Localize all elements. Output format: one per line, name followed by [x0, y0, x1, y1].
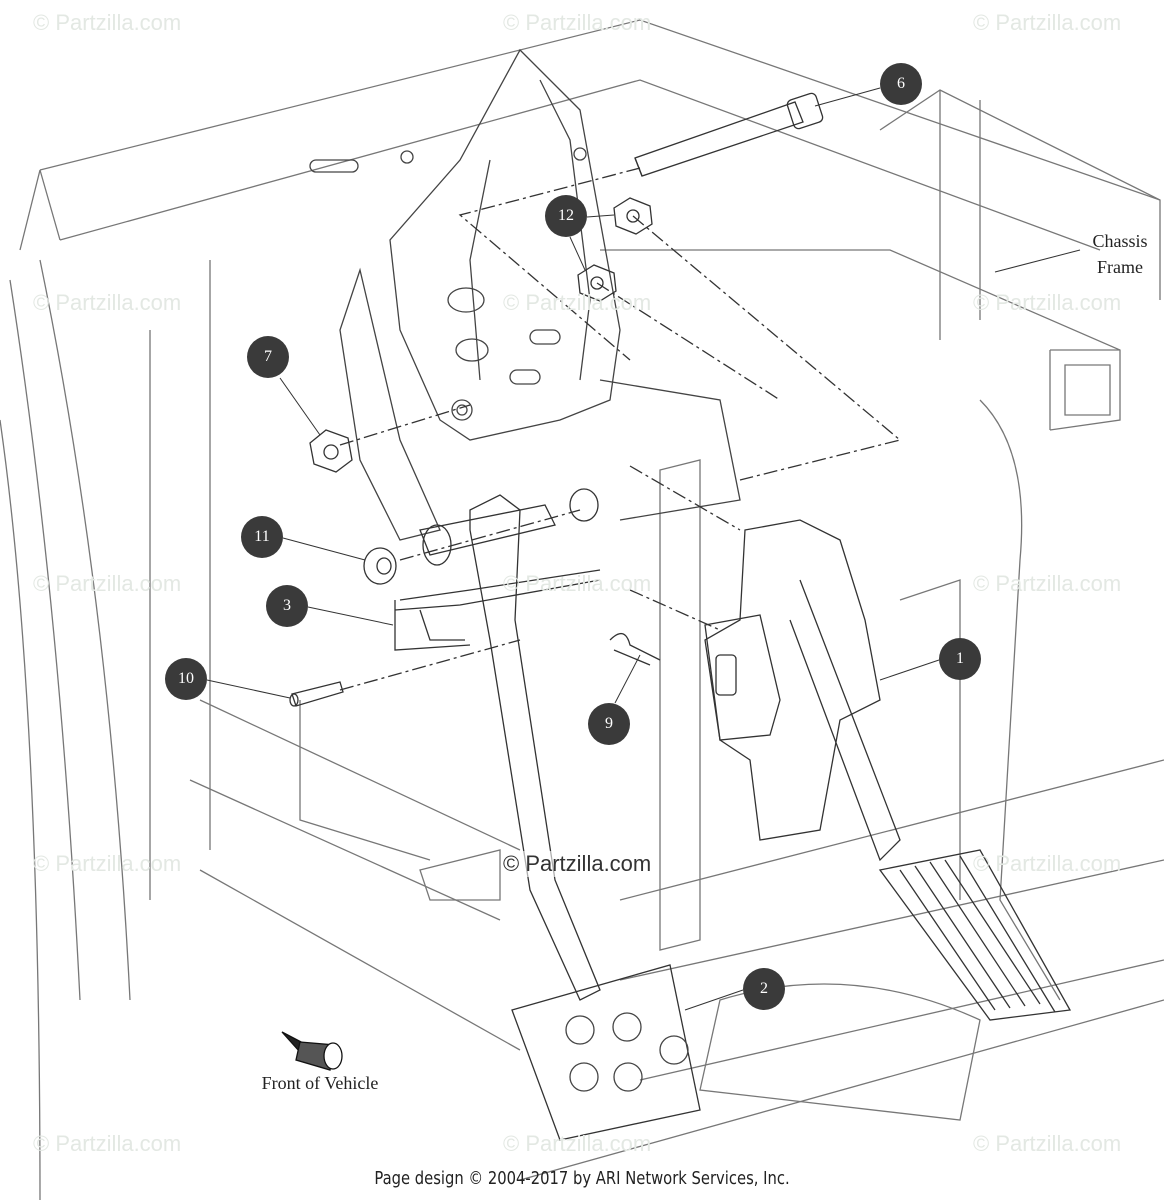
watermark: © Partzilla.com [973, 1131, 1122, 1156]
callout-12[interactable]: 12 [545, 195, 587, 237]
clevis-pin-10 [289, 681, 344, 707]
pedal-bracket [309, 48, 741, 541]
watermark: © Partzilla.com [33, 571, 182, 596]
front-arrow-icon [281, 1031, 343, 1071]
brake-pedal-2 [419, 488, 701, 1141]
watermark: © Partzilla.com [973, 851, 1122, 876]
bolt-6 [634, 92, 824, 177]
watermark: © Partzilla.com [503, 10, 652, 35]
spacer-11 [363, 547, 397, 585]
callout-10[interactable]: 10 [165, 658, 207, 700]
chassis-frame-label: Chassis Frame [1080, 228, 1160, 280]
assembly-lines [339, 167, 902, 691]
watermark: © Partzilla.com [503, 1131, 652, 1156]
accelerator-pedal-1 [704, 519, 1072, 1021]
hairpin-clip-9 [609, 633, 661, 666]
callout-6[interactable]: 6 [880, 63, 922, 105]
callout-2[interactable]: 2 [743, 968, 785, 1010]
nut-7 [309, 429, 353, 473]
watermark: © Partzilla.com [503, 571, 652, 596]
callout-3[interactable]: 3 [266, 585, 308, 627]
watermark: © Partzilla.com [973, 10, 1122, 35]
watermark: © Partzilla.com [973, 571, 1122, 596]
watermark: © Partzilla.com [33, 1131, 182, 1156]
return-spring-3 [394, 569, 601, 651]
nuts-12 [577, 197, 653, 302]
callout-11[interactable]: 11 [241, 516, 283, 558]
chassis-label-line2: Frame [1097, 257, 1143, 277]
vehicle-frame [0, 19, 1164, 1200]
footer-copyright: Page design © 2004-2017 by ARI Network S… [374, 1168, 790, 1189]
leader-lines [206, 87, 1081, 1011]
callout-7[interactable]: 7 [247, 336, 289, 378]
watermark: © Partzilla.com [33, 10, 182, 35]
watermark: © Partzilla.com [33, 851, 182, 876]
watermark: © Partzilla.com [33, 290, 182, 315]
callout-1[interactable]: 1 [939, 638, 981, 680]
center-watermark: © Partzilla.com [503, 851, 652, 877]
front-of-vehicle-label: Front of Vehicle [261, 1073, 379, 1093]
callout-9[interactable]: 9 [588, 703, 630, 745]
watermark: © Partzilla.com [503, 290, 652, 315]
watermark: © Partzilla.com [973, 290, 1122, 315]
chassis-label-line1: Chassis [1092, 231, 1148, 251]
